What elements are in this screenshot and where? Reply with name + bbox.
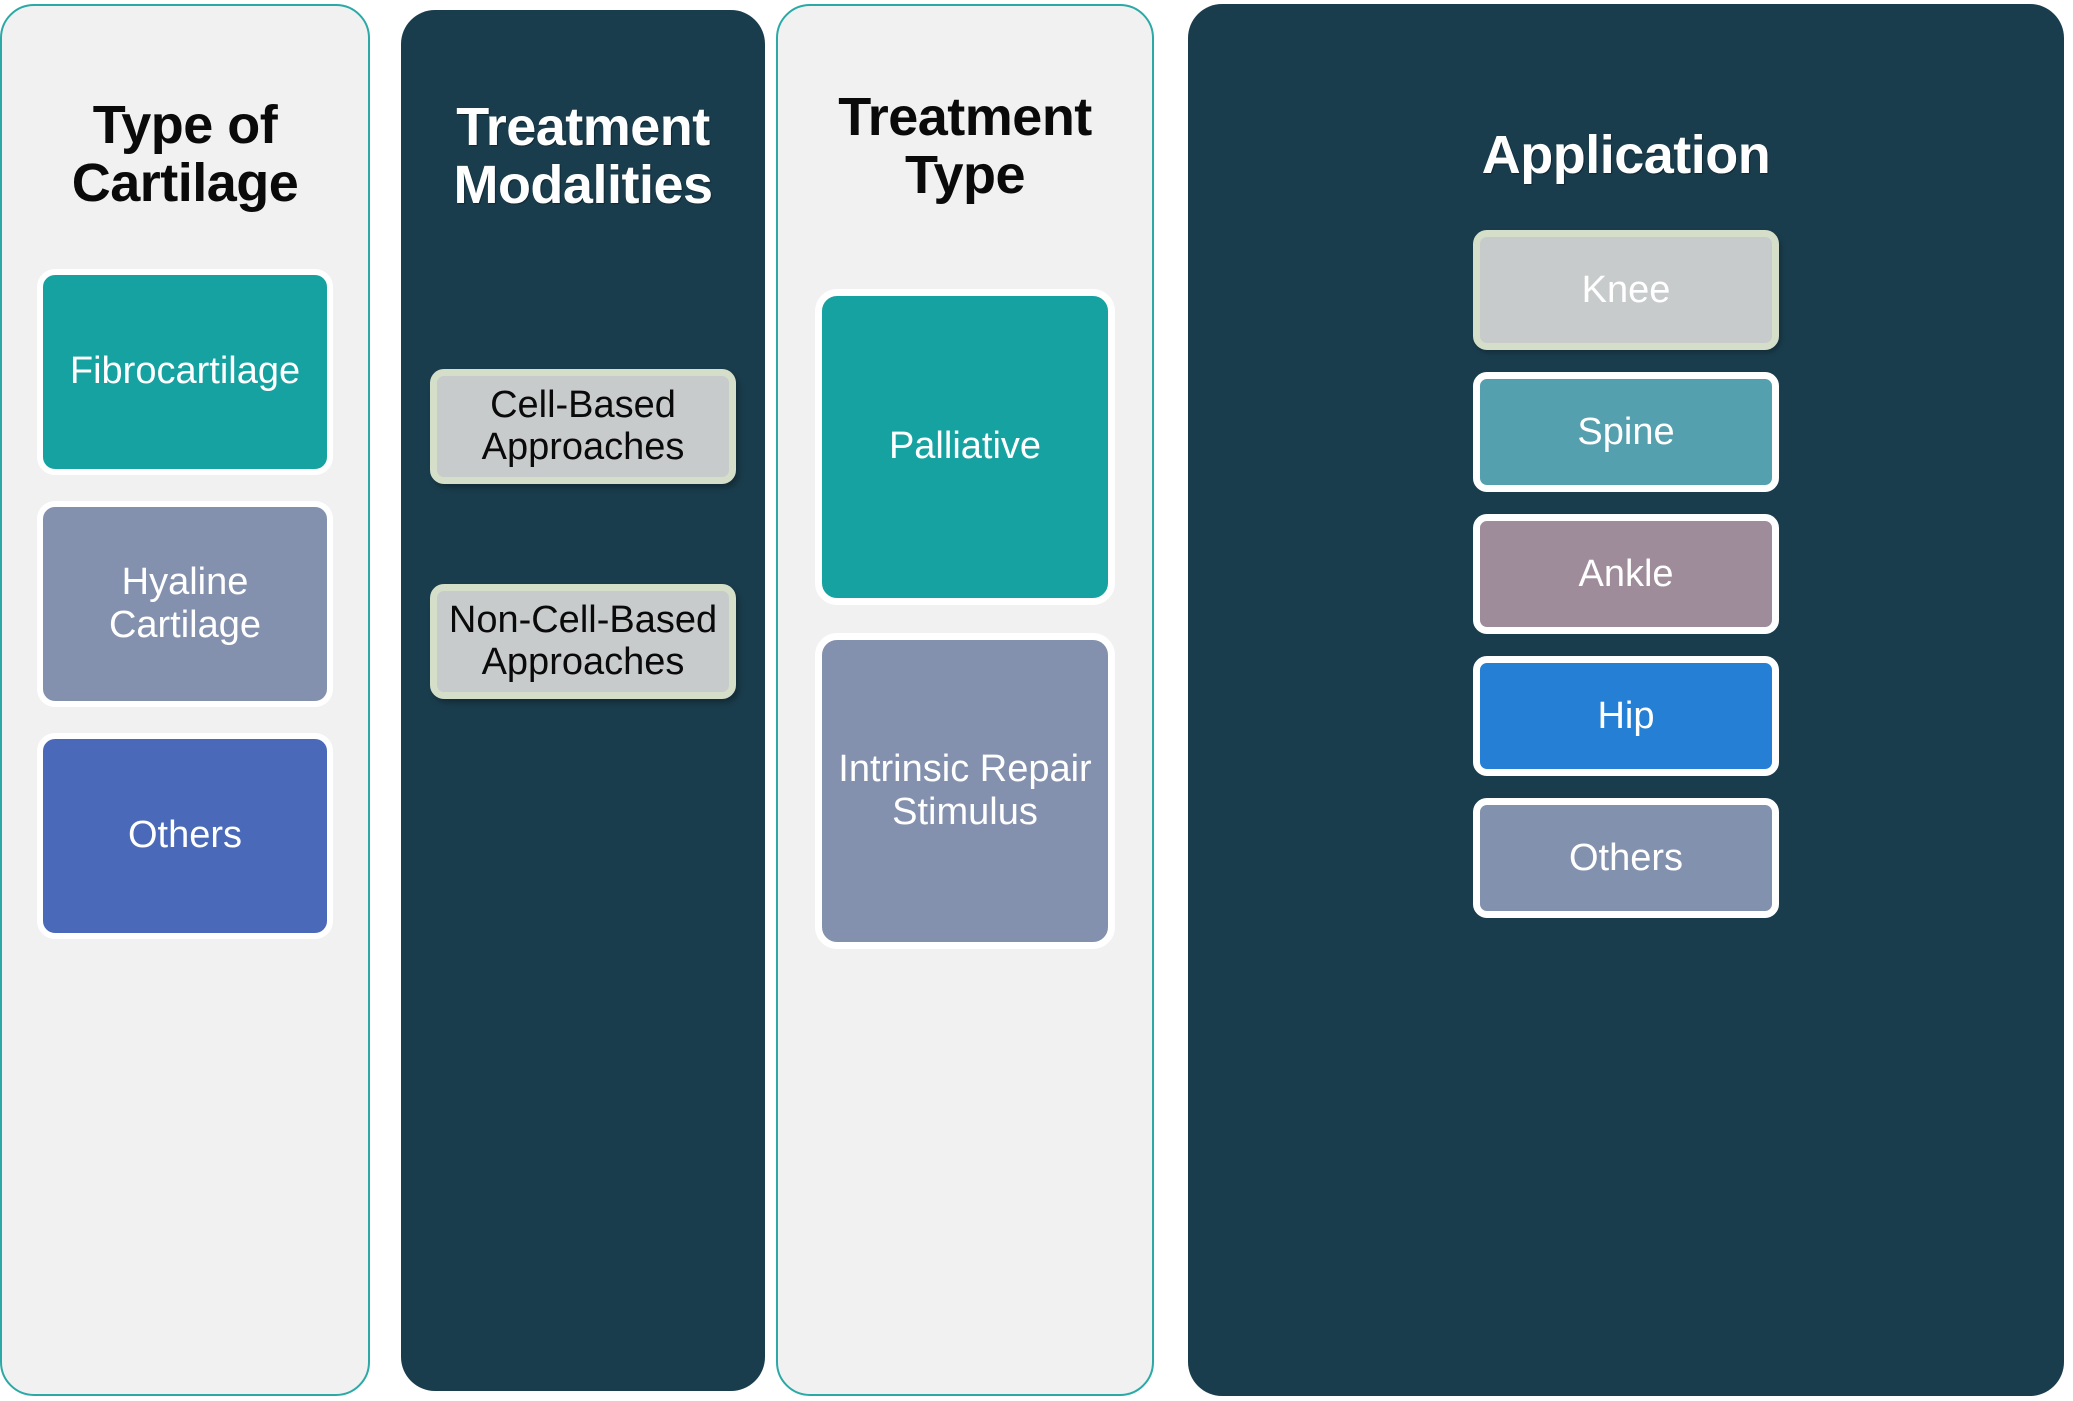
item-label-others-cartilage: Others bbox=[127, 814, 243, 857]
item-label-intrinsic-repair-stimulus: Intrinsic Repair Stimulus bbox=[838, 748, 1092, 833]
panel-title-type-of-cartilage: Type of Cartilage bbox=[71, 95, 299, 214]
item-label-ankle: Ankle bbox=[1578, 553, 1674, 596]
item-list-treatment-modalities: Cell-Based Approaches Non-Cell-Based App… bbox=[401, 368, 765, 799]
item-palliative[interactable]: Palliative bbox=[815, 288, 1115, 605]
panel-title-treatment-type: Treatment Type bbox=[838, 87, 1092, 206]
panel-type-of-cartilage: Type of Cartilage Fibrocartilage Hyaline… bbox=[0, 4, 370, 1396]
item-label-fibrocartilage: Fibrocartilage bbox=[69, 350, 301, 393]
item-non-cell-based-approaches[interactable]: Non-Cell-Based Approaches bbox=[430, 583, 736, 699]
item-label-non-cell-based-approaches: Non-Cell-Based Approaches bbox=[448, 598, 718, 684]
item-label-spine: Spine bbox=[1577, 411, 1675, 454]
item-label-hyaline-cartilage: Hyaline Cartilage bbox=[108, 561, 262, 646]
item-others-cartilage[interactable]: Others bbox=[37, 732, 333, 939]
item-intrinsic-repair-stimulus[interactable]: Intrinsic Repair Stimulus bbox=[815, 632, 1115, 949]
panel-title-treatment-modalities: Treatment Modalities bbox=[453, 97, 713, 216]
item-list-type-of-cartilage: Fibrocartilage Hyaline Cartilage Others bbox=[2, 268, 368, 965]
panel-title-application: Application bbox=[1481, 125, 1771, 185]
item-fibrocartilage[interactable]: Fibrocartilage bbox=[37, 268, 333, 475]
panel-application: Application Knee Spine Ankle Hip Others bbox=[1188, 4, 2064, 1396]
panel-treatment-type: Treatment Type Palliative Intrinsic Repa… bbox=[776, 4, 1154, 1396]
item-label-others-application: Others bbox=[1568, 837, 1684, 880]
item-ankle[interactable]: Ankle bbox=[1473, 514, 1779, 635]
item-label-cell-based-approaches: Cell-Based Approaches bbox=[481, 383, 685, 469]
item-spine[interactable]: Spine bbox=[1473, 372, 1779, 493]
item-label-palliative: Palliative bbox=[888, 425, 1042, 468]
item-label-knee: Knee bbox=[1581, 269, 1671, 312]
item-list-treatment-type: Palliative Intrinsic Repair Stimulus bbox=[778, 288, 1152, 977]
panel-treatment-modalities: Treatment Modalities Cell-Based Approach… bbox=[401, 10, 765, 1391]
item-label-hip: Hip bbox=[1597, 695, 1655, 738]
item-others-application[interactable]: Others bbox=[1473, 798, 1779, 919]
item-cell-based-approaches[interactable]: Cell-Based Approaches bbox=[430, 368, 736, 484]
item-list-application: Knee Spine Ankle Hip Others bbox=[1188, 230, 2064, 940]
item-hip[interactable]: Hip bbox=[1473, 656, 1779, 777]
item-knee[interactable]: Knee bbox=[1473, 230, 1779, 351]
item-hyaline-cartilage[interactable]: Hyaline Cartilage bbox=[37, 500, 333, 707]
